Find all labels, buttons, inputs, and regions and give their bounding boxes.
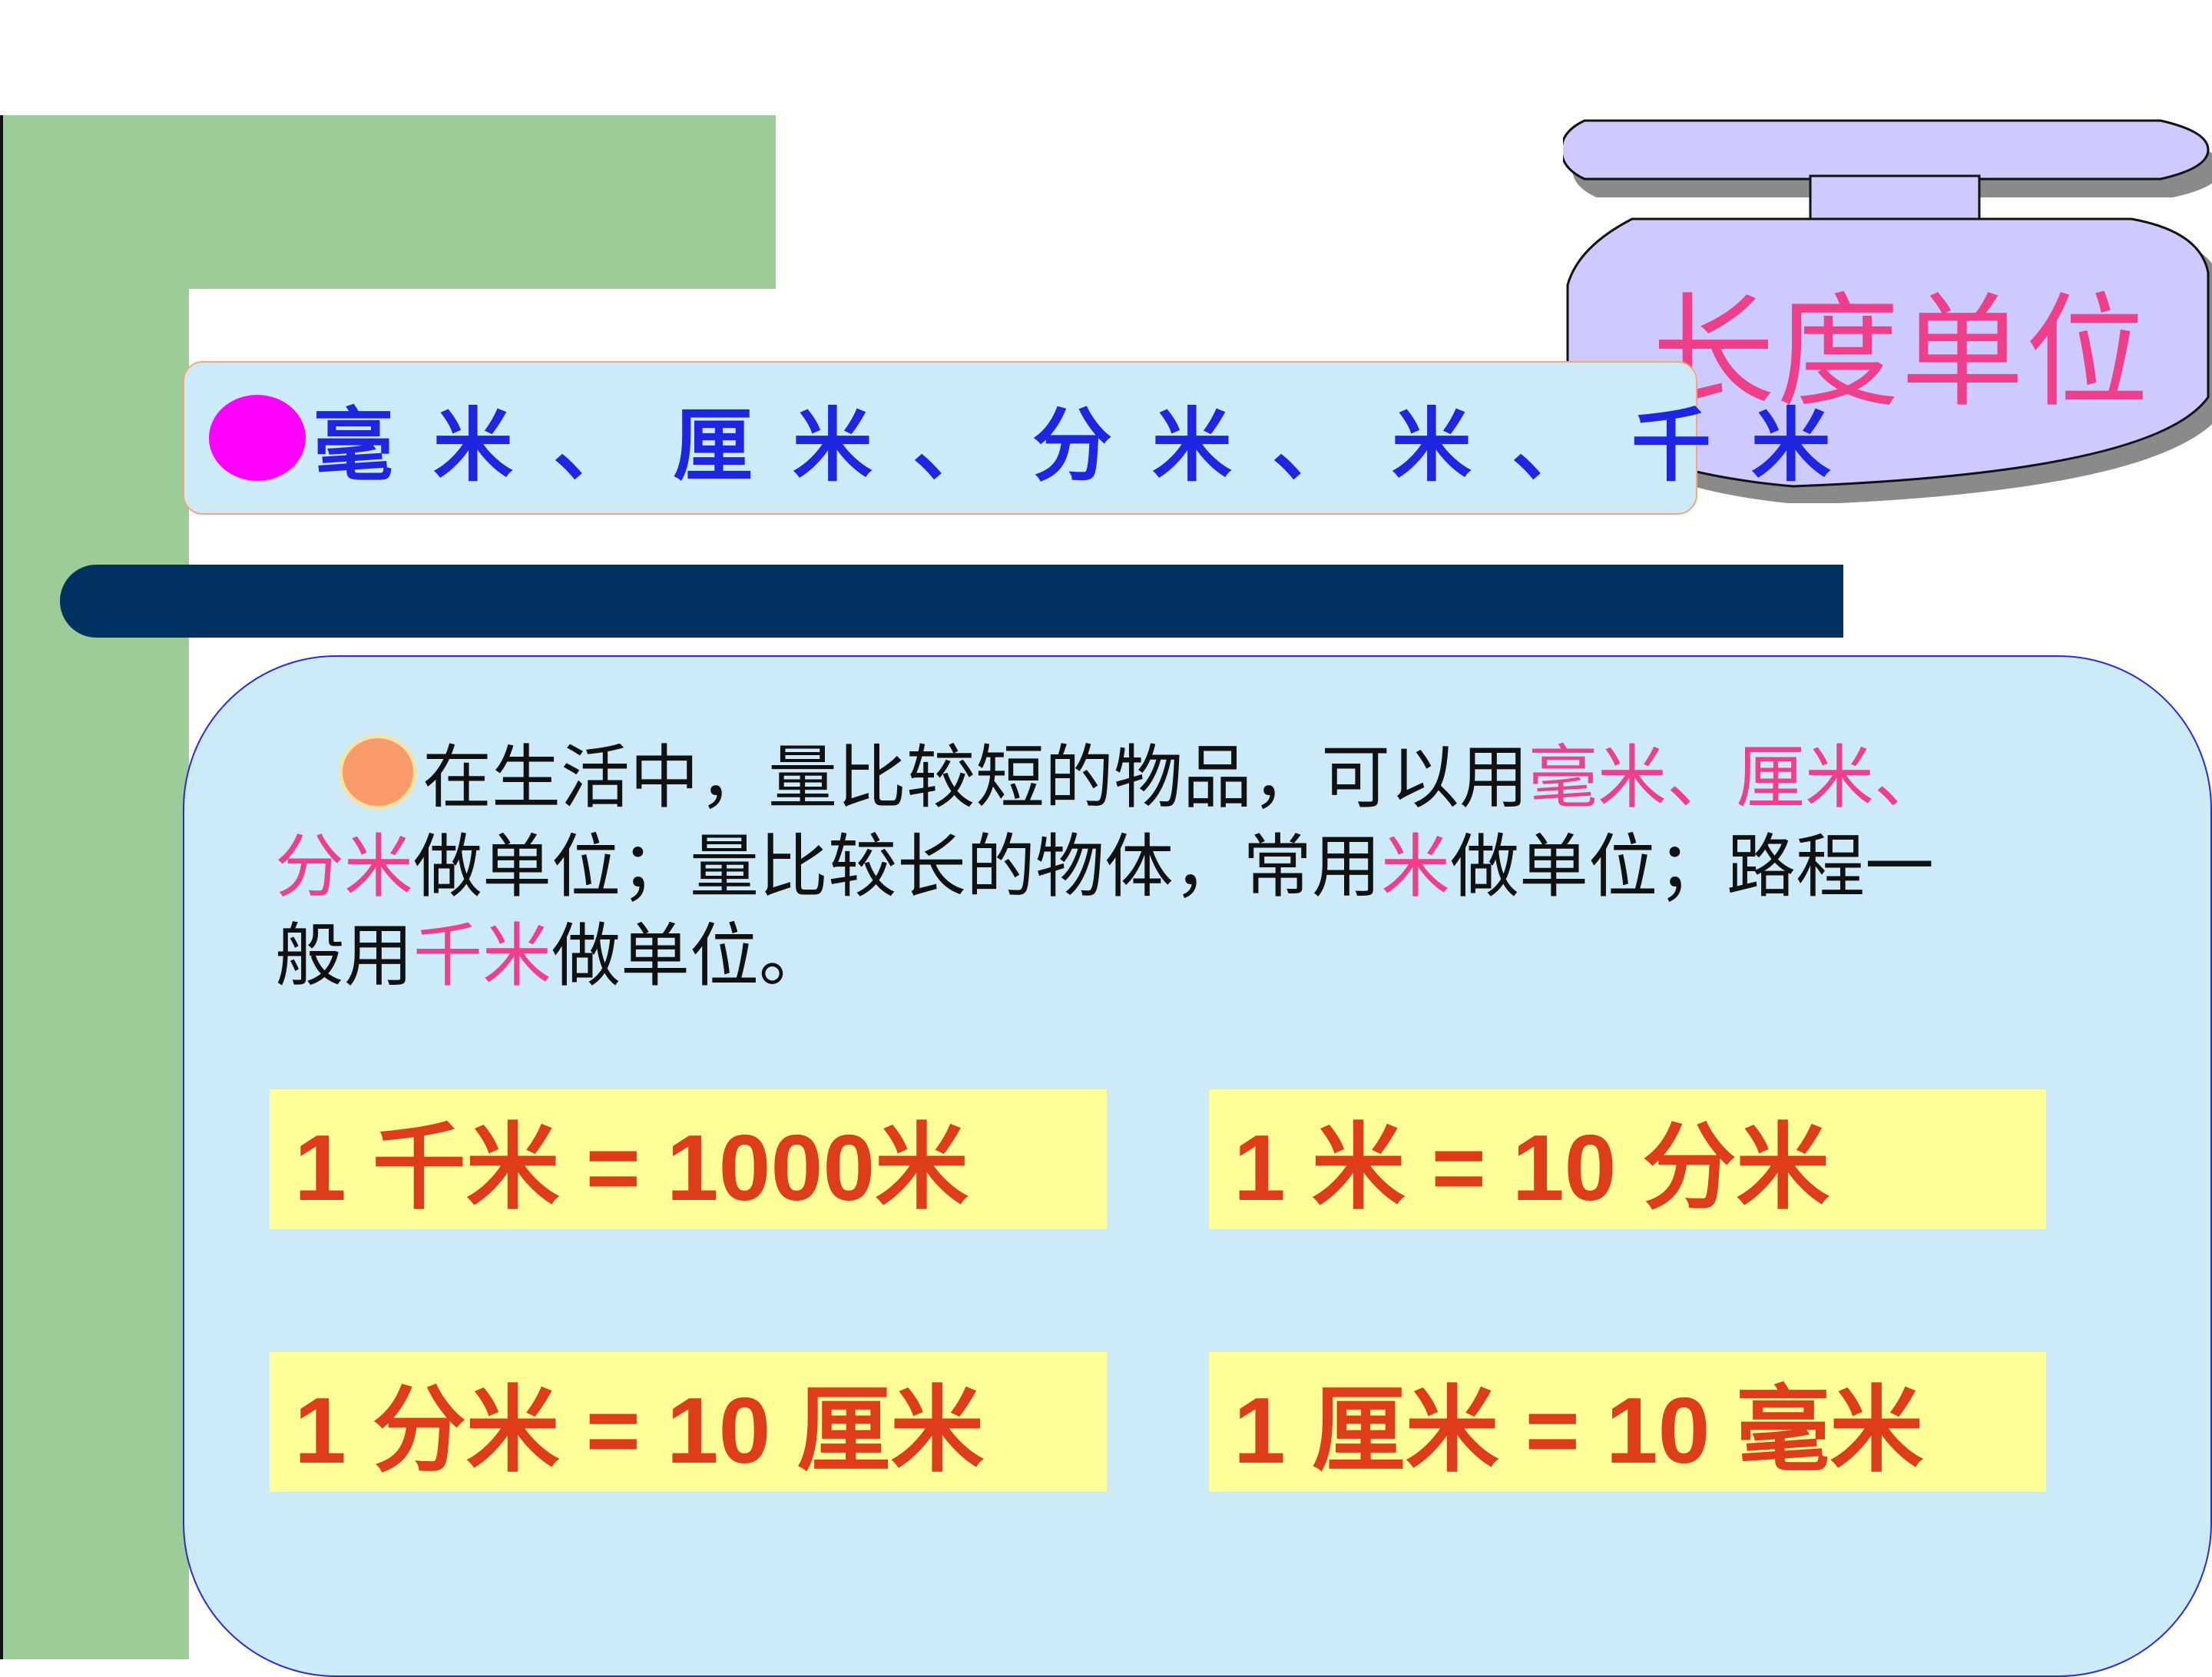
green-frame-top: [3, 115, 776, 289]
navy-divider-bar: [60, 565, 1843, 638]
paragraph-line-2: 分米做单位；量比较长的物体，常用米做单位；路程一: [275, 823, 2088, 912]
conversion-box-km-m: 1 千米 = 1000米: [270, 1089, 1107, 1229]
paragraph-line-3: 般用千米做单位。: [275, 912, 2088, 1001]
paragraph-text: 般用: [275, 916, 413, 996]
badge-shape: [1563, 119, 2212, 503]
conversion-box-dm-cm: 1 分米 = 10 厘米: [270, 1352, 1107, 1492]
title-badge: 长度单位: [1563, 111, 2212, 503]
paragraph-text: 做单位；路程一: [1450, 827, 1934, 907]
highlight-text: 千米: [413, 916, 551, 996]
highlight-text: 分米: [275, 827, 413, 907]
highlight-text: 毫米、厘米、: [1528, 737, 1943, 818]
explanation-paragraph: 在生活中，量比较短的物品，可以用毫米、厘米、 分米做单位；量比较长的物体，常用米…: [275, 734, 2088, 1001]
green-frame-side: [3, 289, 189, 1659]
units-list-bar: 毫米、厘米、分米、米、千米: [183, 361, 1831, 515]
conversion-box-cm-mm: 1 厘米 = 10 毫米: [1209, 1352, 2046, 1492]
left-frame-line: [0, 115, 3, 1659]
bullet-dot-icon: [209, 395, 306, 481]
paragraph-text: 做单位。: [551, 916, 828, 996]
units-list-text: 毫米、厘米、分米、米、千米: [313, 397, 1872, 492]
paragraph-line-1: 在生活中，量比较短的物品，可以用毫米、厘米、: [275, 734, 2088, 823]
slide-title: 长度单位: [1651, 280, 2150, 424]
conversion-box-m-dm: 1 米 = 10 分米: [1209, 1089, 2046, 1229]
paragraph-text: 做单位；量比较长的物体，常用: [413, 827, 1381, 907]
highlight-text: 米: [1381, 827, 1450, 907]
paragraph-text: 在生活中，量比较短的物品，可以用: [422, 737, 1528, 818]
bullet-circle-icon: [343, 738, 413, 806]
